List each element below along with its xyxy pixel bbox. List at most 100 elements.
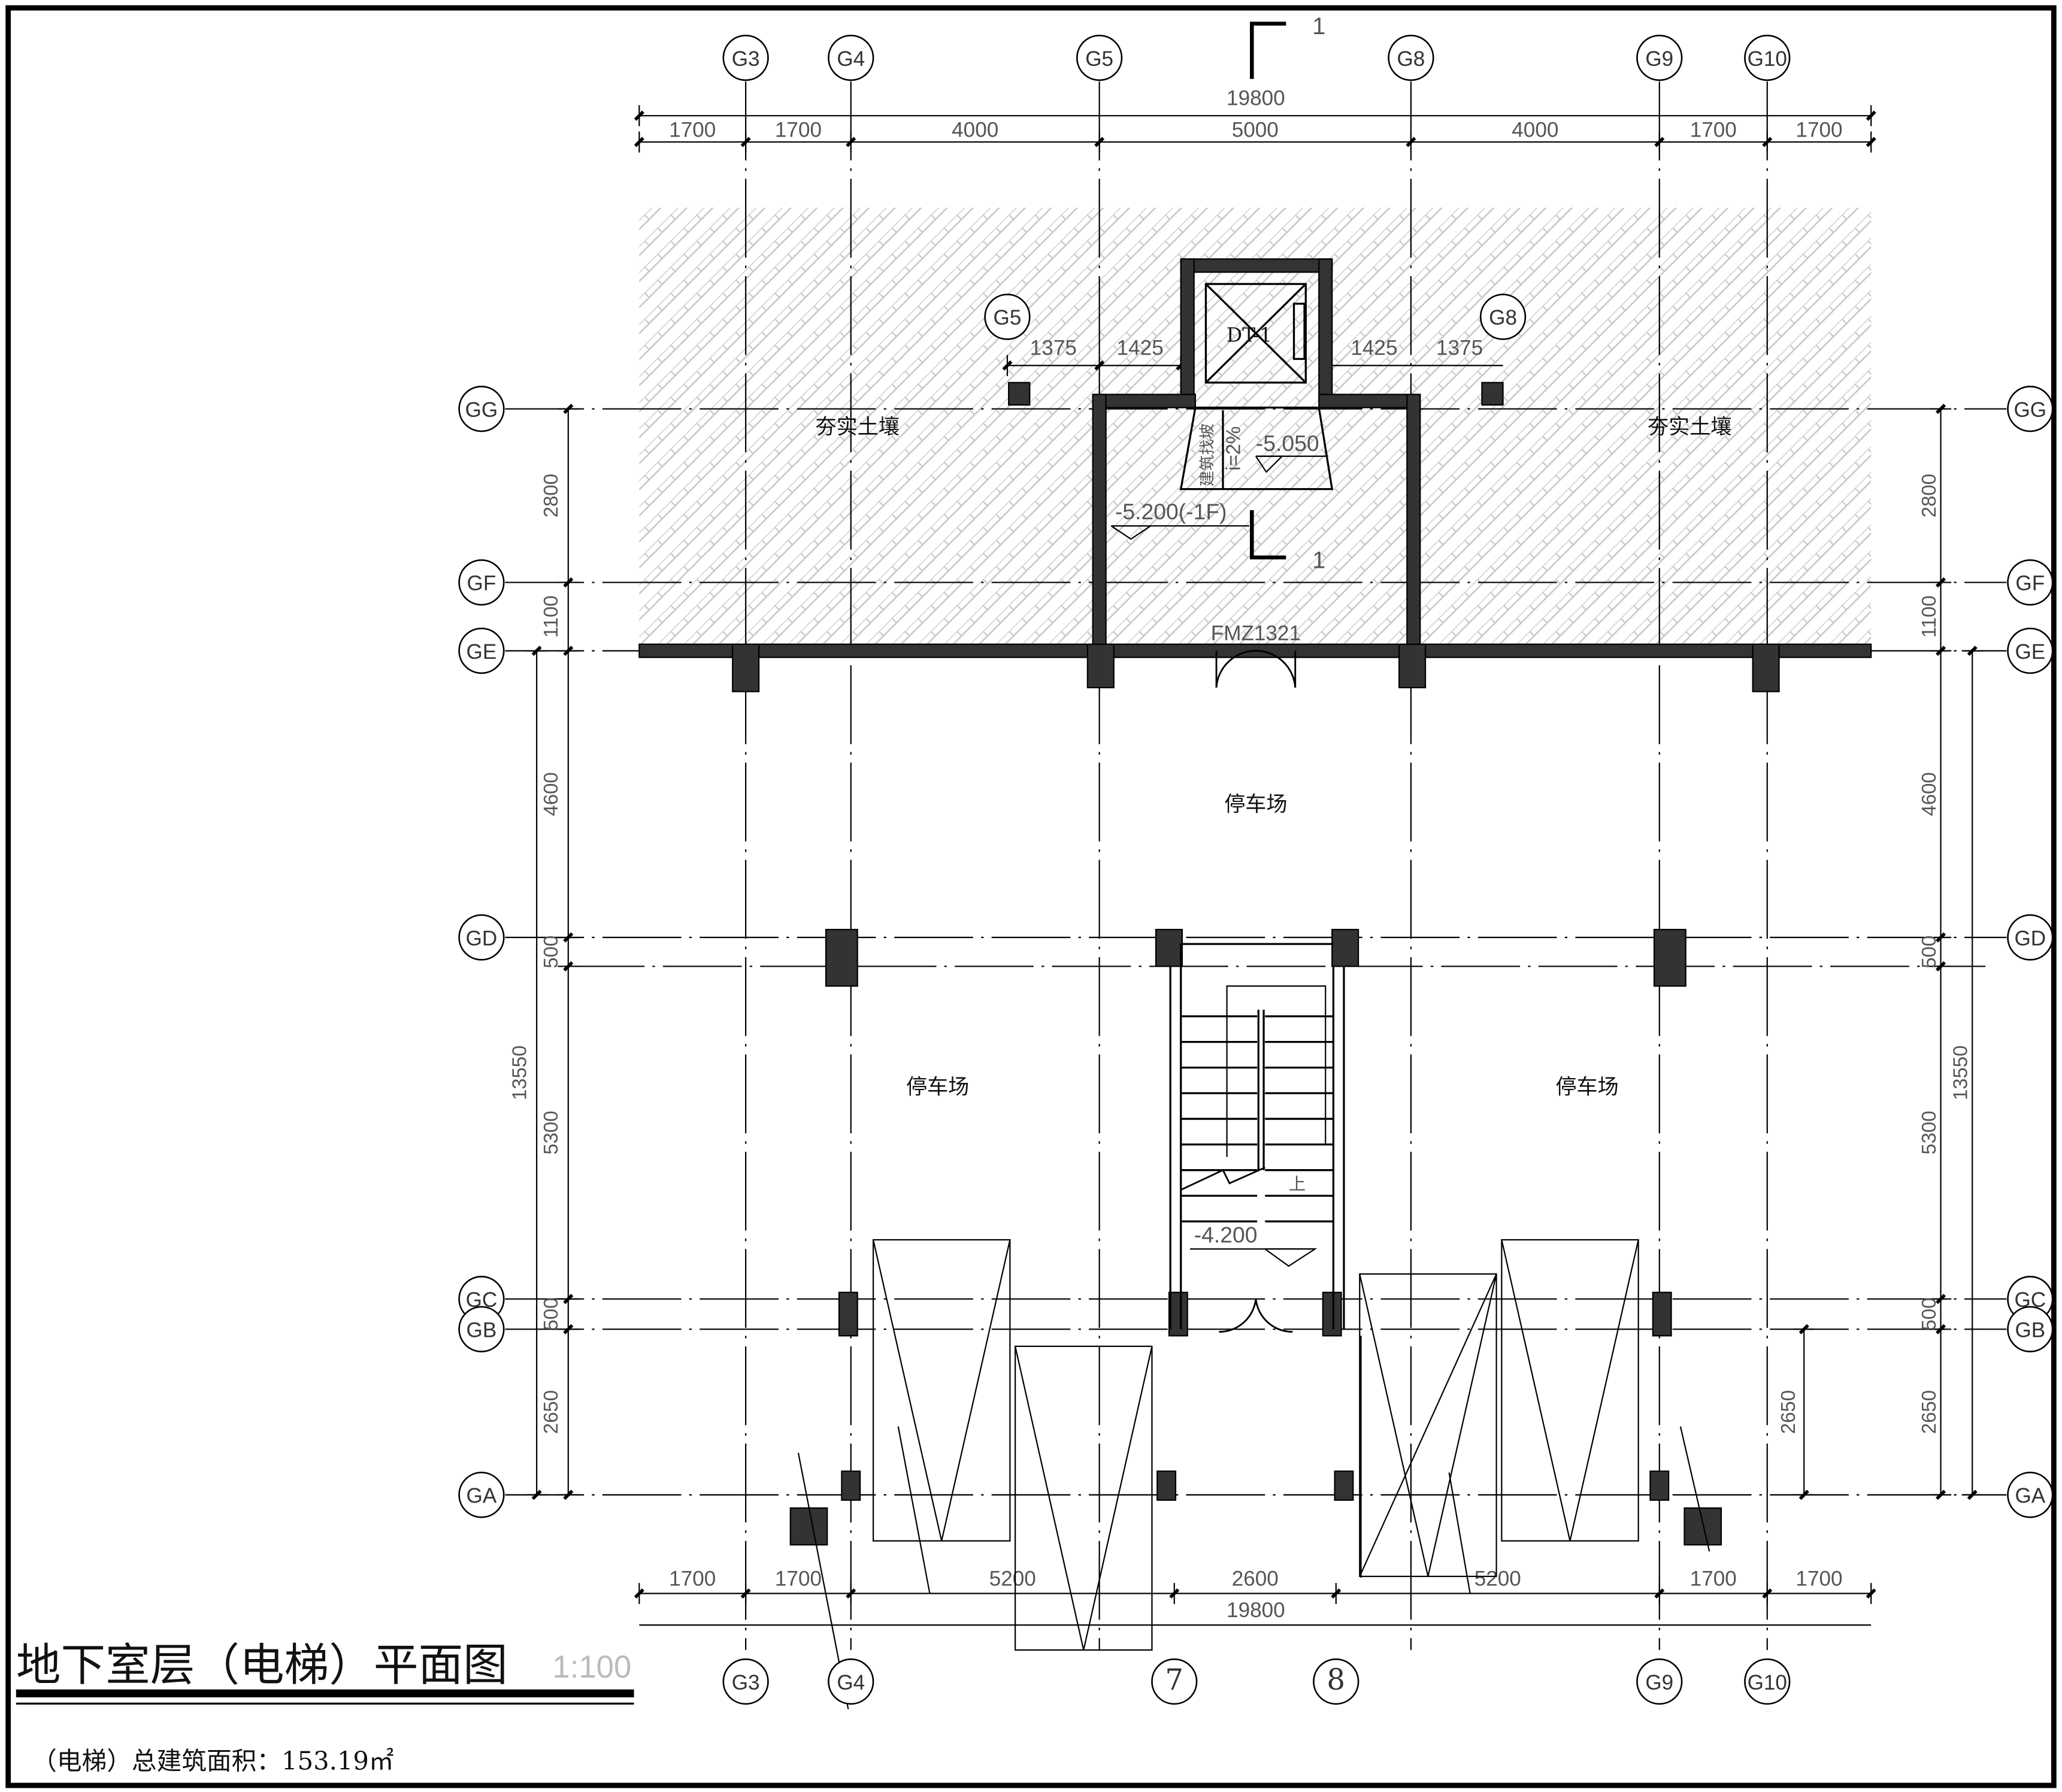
dimension-tick bbox=[1406, 137, 1416, 147]
axis-bubble bbox=[2007, 559, 2054, 606]
axis-bubble bbox=[2007, 1472, 2054, 1518]
elevator-car bbox=[1204, 283, 1307, 384]
stair-door[interactable] bbox=[1219, 1298, 1293, 1333]
dimension-text: 1700 bbox=[669, 1567, 716, 1590]
dimension-tick bbox=[531, 1490, 542, 1500]
dimension-tick bbox=[1798, 1490, 1809, 1500]
slope-note-label: 建筑找坡 bbox=[1198, 423, 1216, 486]
dimension-text: 500 bbox=[540, 1298, 562, 1331]
dimension-tick bbox=[1967, 646, 1978, 656]
dimension-text: 5200 bbox=[1474, 1567, 1521, 1590]
axis-bubble bbox=[1388, 34, 1434, 81]
axis-label: G5 bbox=[994, 306, 1022, 329]
axis-bubble bbox=[458, 559, 505, 606]
axis-bubble bbox=[1313, 1658, 1359, 1705]
axis-label: GF bbox=[467, 572, 496, 595]
dimension-tick bbox=[563, 1294, 574, 1304]
dimension-tick bbox=[1094, 360, 1105, 371]
dimension-tick bbox=[1936, 932, 1946, 943]
columns bbox=[732, 382, 1780, 1546]
parking-label-top: 停车场 bbox=[1224, 792, 1287, 816]
drawing-scale: 1:100 bbox=[552, 1649, 631, 1685]
axis-bubble bbox=[2007, 1306, 2054, 1352]
axis-bubble bbox=[1151, 1658, 1198, 1705]
axis-bubble bbox=[1636, 34, 1683, 81]
dimension-text: 500 bbox=[1918, 936, 1940, 968]
compacted-soil-area bbox=[639, 207, 1872, 651]
parking-label-right: 停车场 bbox=[1555, 1074, 1618, 1099]
dimension-text: 1700 bbox=[775, 1567, 822, 1590]
door-fmz1321[interactable] bbox=[1215, 650, 1297, 688]
axis-bubble bbox=[1744, 1658, 1791, 1705]
axis-bubble bbox=[458, 914, 505, 961]
dimension-text: 2800 bbox=[540, 474, 562, 517]
dimension-text: 1700 bbox=[1795, 118, 1842, 141]
axis-label: G8 bbox=[1397, 47, 1425, 71]
dimension-text: 5300 bbox=[540, 1111, 562, 1155]
axis-label: G9 bbox=[1645, 47, 1673, 71]
axis-bubble bbox=[1636, 1658, 1683, 1705]
dimension-tick bbox=[563, 1490, 574, 1500]
dimension-tick bbox=[846, 137, 856, 147]
dimension-text: 5300 bbox=[1918, 1111, 1940, 1155]
axis-label: G10 bbox=[1748, 47, 1787, 71]
dimension-tick bbox=[1094, 137, 1105, 147]
dimension-text: 1700 bbox=[669, 118, 716, 141]
dimension-tick bbox=[1936, 961, 1946, 971]
level-markers bbox=[1110, 455, 1328, 1267]
axis-label: GA bbox=[2015, 1484, 2045, 1508]
dimension-text: 1700 bbox=[775, 118, 822, 141]
pit-level-label: -5.050 bbox=[1256, 431, 1319, 456]
axis-label: G10 bbox=[1748, 1671, 1787, 1694]
dimension-tick bbox=[563, 577, 574, 588]
dimension-tick bbox=[1936, 1490, 1946, 1500]
dimension-tick bbox=[1798, 1324, 1809, 1334]
dimension-tick bbox=[531, 646, 542, 656]
axis-label: G9 bbox=[1645, 1671, 1673, 1694]
dimension-text: 4600 bbox=[1918, 772, 1940, 816]
axis-label: GG bbox=[2014, 398, 2047, 422]
axis-label: GB bbox=[467, 1318, 497, 1342]
sheet-border bbox=[5, 5, 2057, 1788]
stair-level-label: -4.200 bbox=[1194, 1222, 1258, 1247]
dimension-text: 1375 bbox=[1030, 337, 1077, 360]
soil-label-left: 夯实土壤 bbox=[816, 414, 900, 439]
dimension-text: 5200 bbox=[989, 1567, 1036, 1590]
axis-label: G3 bbox=[732, 47, 760, 71]
dimension-tick bbox=[1936, 404, 1946, 414]
dimension-text: 1700 bbox=[1690, 118, 1737, 141]
dimension-tick bbox=[563, 1324, 574, 1334]
dimension-total-bottom: 19800 bbox=[1227, 1599, 1285, 1622]
dimension-text: 1700 bbox=[1795, 1567, 1842, 1590]
axis-bubble bbox=[722, 34, 769, 81]
parking-label-left: 停车场 bbox=[906, 1074, 969, 1099]
title-underline-thick bbox=[16, 1689, 634, 1697]
stair-up-label: 上 bbox=[1289, 1175, 1306, 1194]
dimension-tick bbox=[1762, 137, 1773, 147]
axis-label: GG bbox=[465, 398, 498, 422]
axis-bubble bbox=[1076, 34, 1123, 81]
dimension-tick bbox=[1169, 1588, 1180, 1599]
axis-label: G4 bbox=[837, 47, 865, 71]
dimension-text: 2800 bbox=[1918, 474, 1940, 517]
slope-label: i=2% bbox=[1222, 426, 1245, 471]
axis-label: G5 bbox=[1085, 47, 1113, 71]
dimension-text: 1375 bbox=[1436, 337, 1483, 360]
axis-label: G3 bbox=[732, 1671, 760, 1694]
dimension-tick bbox=[846, 1588, 856, 1599]
area-note: （电梯）总建筑面积：153.19㎡ bbox=[32, 1746, 393, 1776]
axis-bubble bbox=[458, 627, 505, 674]
counterweight bbox=[1292, 302, 1306, 360]
stair-direction-line bbox=[1226, 985, 1327, 1157]
dimension-tick bbox=[1002, 360, 1013, 371]
dimension-tick bbox=[1331, 1588, 1342, 1599]
dimension-text: 1425 bbox=[1351, 337, 1397, 360]
dimension-tick bbox=[740, 137, 751, 147]
dimension-tick bbox=[740, 1588, 751, 1599]
dimension-total-top: 19800 bbox=[1227, 87, 1285, 110]
parking-spaces bbox=[797, 1239, 1710, 1709]
door-code-label: FMZ1321 bbox=[1211, 622, 1301, 645]
dimension-tick bbox=[1967, 1490, 1978, 1500]
